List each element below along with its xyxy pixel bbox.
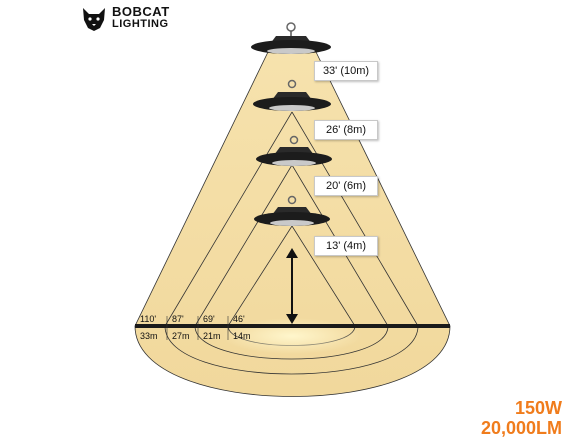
distance-ft-110: 110' — [140, 314, 157, 324]
distance-m-33: 33m — [140, 331, 158, 341]
wattage-label: 150W — [514, 398, 562, 418]
distance-ft-46: 46' — [233, 314, 245, 324]
brand-line-2: LIGHTING — [112, 18, 169, 30]
brand-name: BOBCAT LIGHTING — [112, 4, 170, 30]
light-beam-26ft — [164, 111, 419, 375]
ufo-fixture-icon — [251, 22, 331, 54]
ufo-fixture-icon — [253, 79, 331, 111]
floor-line — [135, 324, 450, 328]
height-label-33ft: 33' (10m) — [314, 61, 378, 81]
distance-ft-87: 87' — [172, 314, 184, 324]
height-label-13ft: 13' (4m) — [314, 236, 378, 256]
lumens-label: 20,000LM — [480, 418, 562, 438]
brand-line-1: BOBCAT — [112, 4, 170, 19]
distance-m-27: 27m — [172, 331, 190, 341]
distance-m-21: 21m — [203, 331, 221, 341]
height-label-20ft: 20' (6m) — [314, 176, 378, 196]
distance-m-14: 14m — [233, 331, 251, 341]
ufo-fixture-icon — [256, 135, 332, 166]
height-label-26ft: 26' (8m) — [314, 120, 378, 140]
brand-logo: BOBCAT LIGHTING — [80, 3, 170, 33]
bobcat-head-icon — [83, 8, 105, 31]
distance-ft-69: 69' — [203, 314, 215, 324]
height-arrow — [286, 248, 298, 324]
ufo-fixture-icon — [254, 195, 330, 226]
